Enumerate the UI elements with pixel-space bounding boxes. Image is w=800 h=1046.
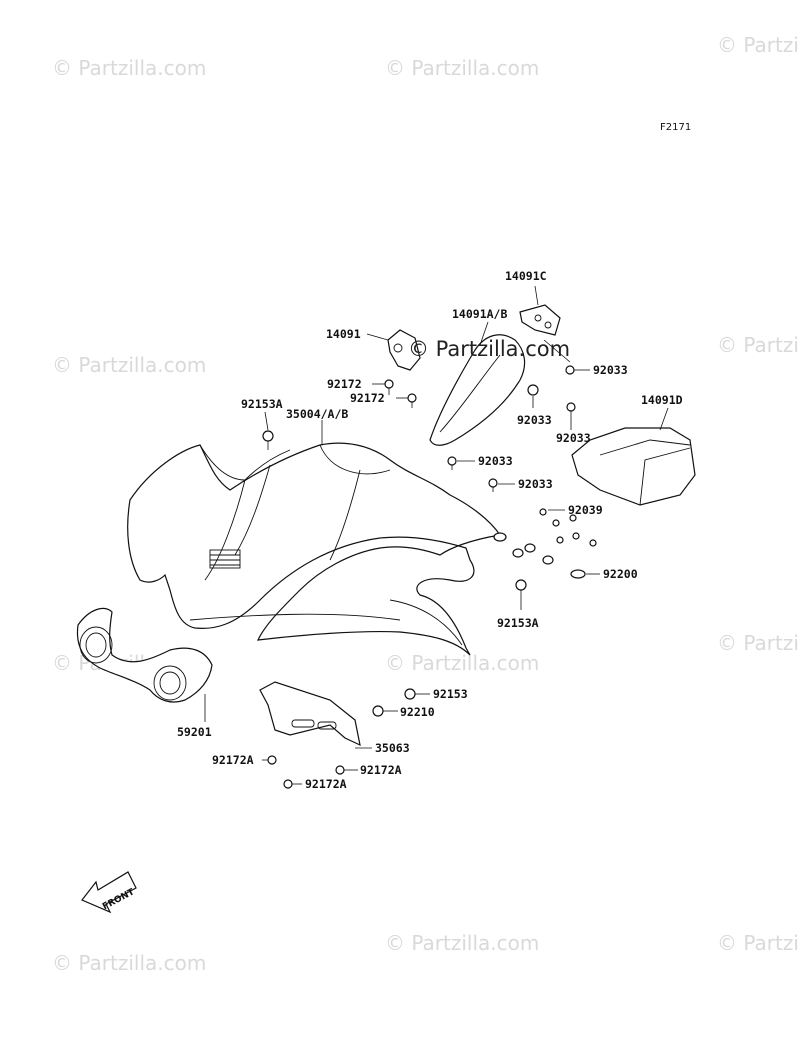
- part-label[interactable]: 14091C: [505, 269, 547, 283]
- part-label[interactable]: 92033: [593, 363, 628, 377]
- watermark: © Partzilla.com: [52, 951, 206, 975]
- part-label[interactable]: 92153A: [241, 397, 283, 411]
- part-label[interactable]: 92172A: [360, 763, 402, 777]
- part-label[interactable]: 92172: [350, 391, 385, 405]
- part-label[interactable]: 14091D: [641, 393, 683, 407]
- part-label[interactable]: 92033: [478, 454, 513, 468]
- part-label[interactable]: 92172: [327, 377, 362, 391]
- bracket-35063: [259, 681, 361, 747]
- watermark: © Partzilla.com: [385, 931, 539, 955]
- part-label[interactable]: 92033: [518, 477, 553, 491]
- watermark: © Partzilla.com: [52, 353, 206, 377]
- part-label[interactable]: 14091A/B: [452, 307, 507, 321]
- part-label[interactable]: 92172A: [212, 753, 254, 767]
- part-label[interactable]: 35063: [375, 741, 410, 755]
- watermark: © Partzilla.com: [385, 651, 539, 675]
- part-label[interactable]: 92033: [517, 413, 552, 427]
- part-label[interactable]: 35004/A/B: [286, 407, 348, 421]
- watermark: © Partzilla.com: [385, 56, 539, 80]
- part-label[interactable]: 92039: [568, 503, 603, 517]
- watermark: © Partzilla.com: [52, 56, 206, 80]
- part-label[interactable]: 92153: [433, 687, 468, 701]
- fasteners: [262, 365, 597, 789]
- watermark: © Partzilla.com: [717, 631, 800, 655]
- watermark: © Partzilla.com: [717, 33, 800, 57]
- cover-14091AB: [429, 334, 526, 446]
- watermark-center: © Partzilla.com: [408, 337, 570, 361]
- leader-lines: [204, 285, 669, 785]
- watermark: © Partzilla.com: [717, 931, 800, 955]
- part-label[interactable]: 59201: [177, 725, 212, 739]
- bracket-14091C: [519, 304, 561, 336]
- front-arrow-icon: FRONT: [81, 871, 137, 914]
- watermark: © Partzilla.com: [717, 333, 800, 357]
- part-label[interactable]: 92200: [603, 567, 638, 581]
- part-labels: 14091C 14091A/B 14091 92033 92172 92172 …: [177, 269, 683, 791]
- headlight-cover-59201: [76, 607, 213, 703]
- part-label[interactable]: 92153A: [497, 616, 539, 630]
- diagram-id: F2171: [660, 122, 691, 133]
- part-label[interactable]: 92033: [556, 431, 591, 445]
- part-label[interactable]: 14091: [326, 327, 361, 341]
- part-label[interactable]: 92172A: [305, 777, 347, 791]
- bracket-14091: [387, 329, 421, 371]
- part-label[interactable]: 92210: [400, 705, 435, 719]
- front-fender-35004: [127, 442, 502, 656]
- cover-14091D: [571, 427, 696, 506]
